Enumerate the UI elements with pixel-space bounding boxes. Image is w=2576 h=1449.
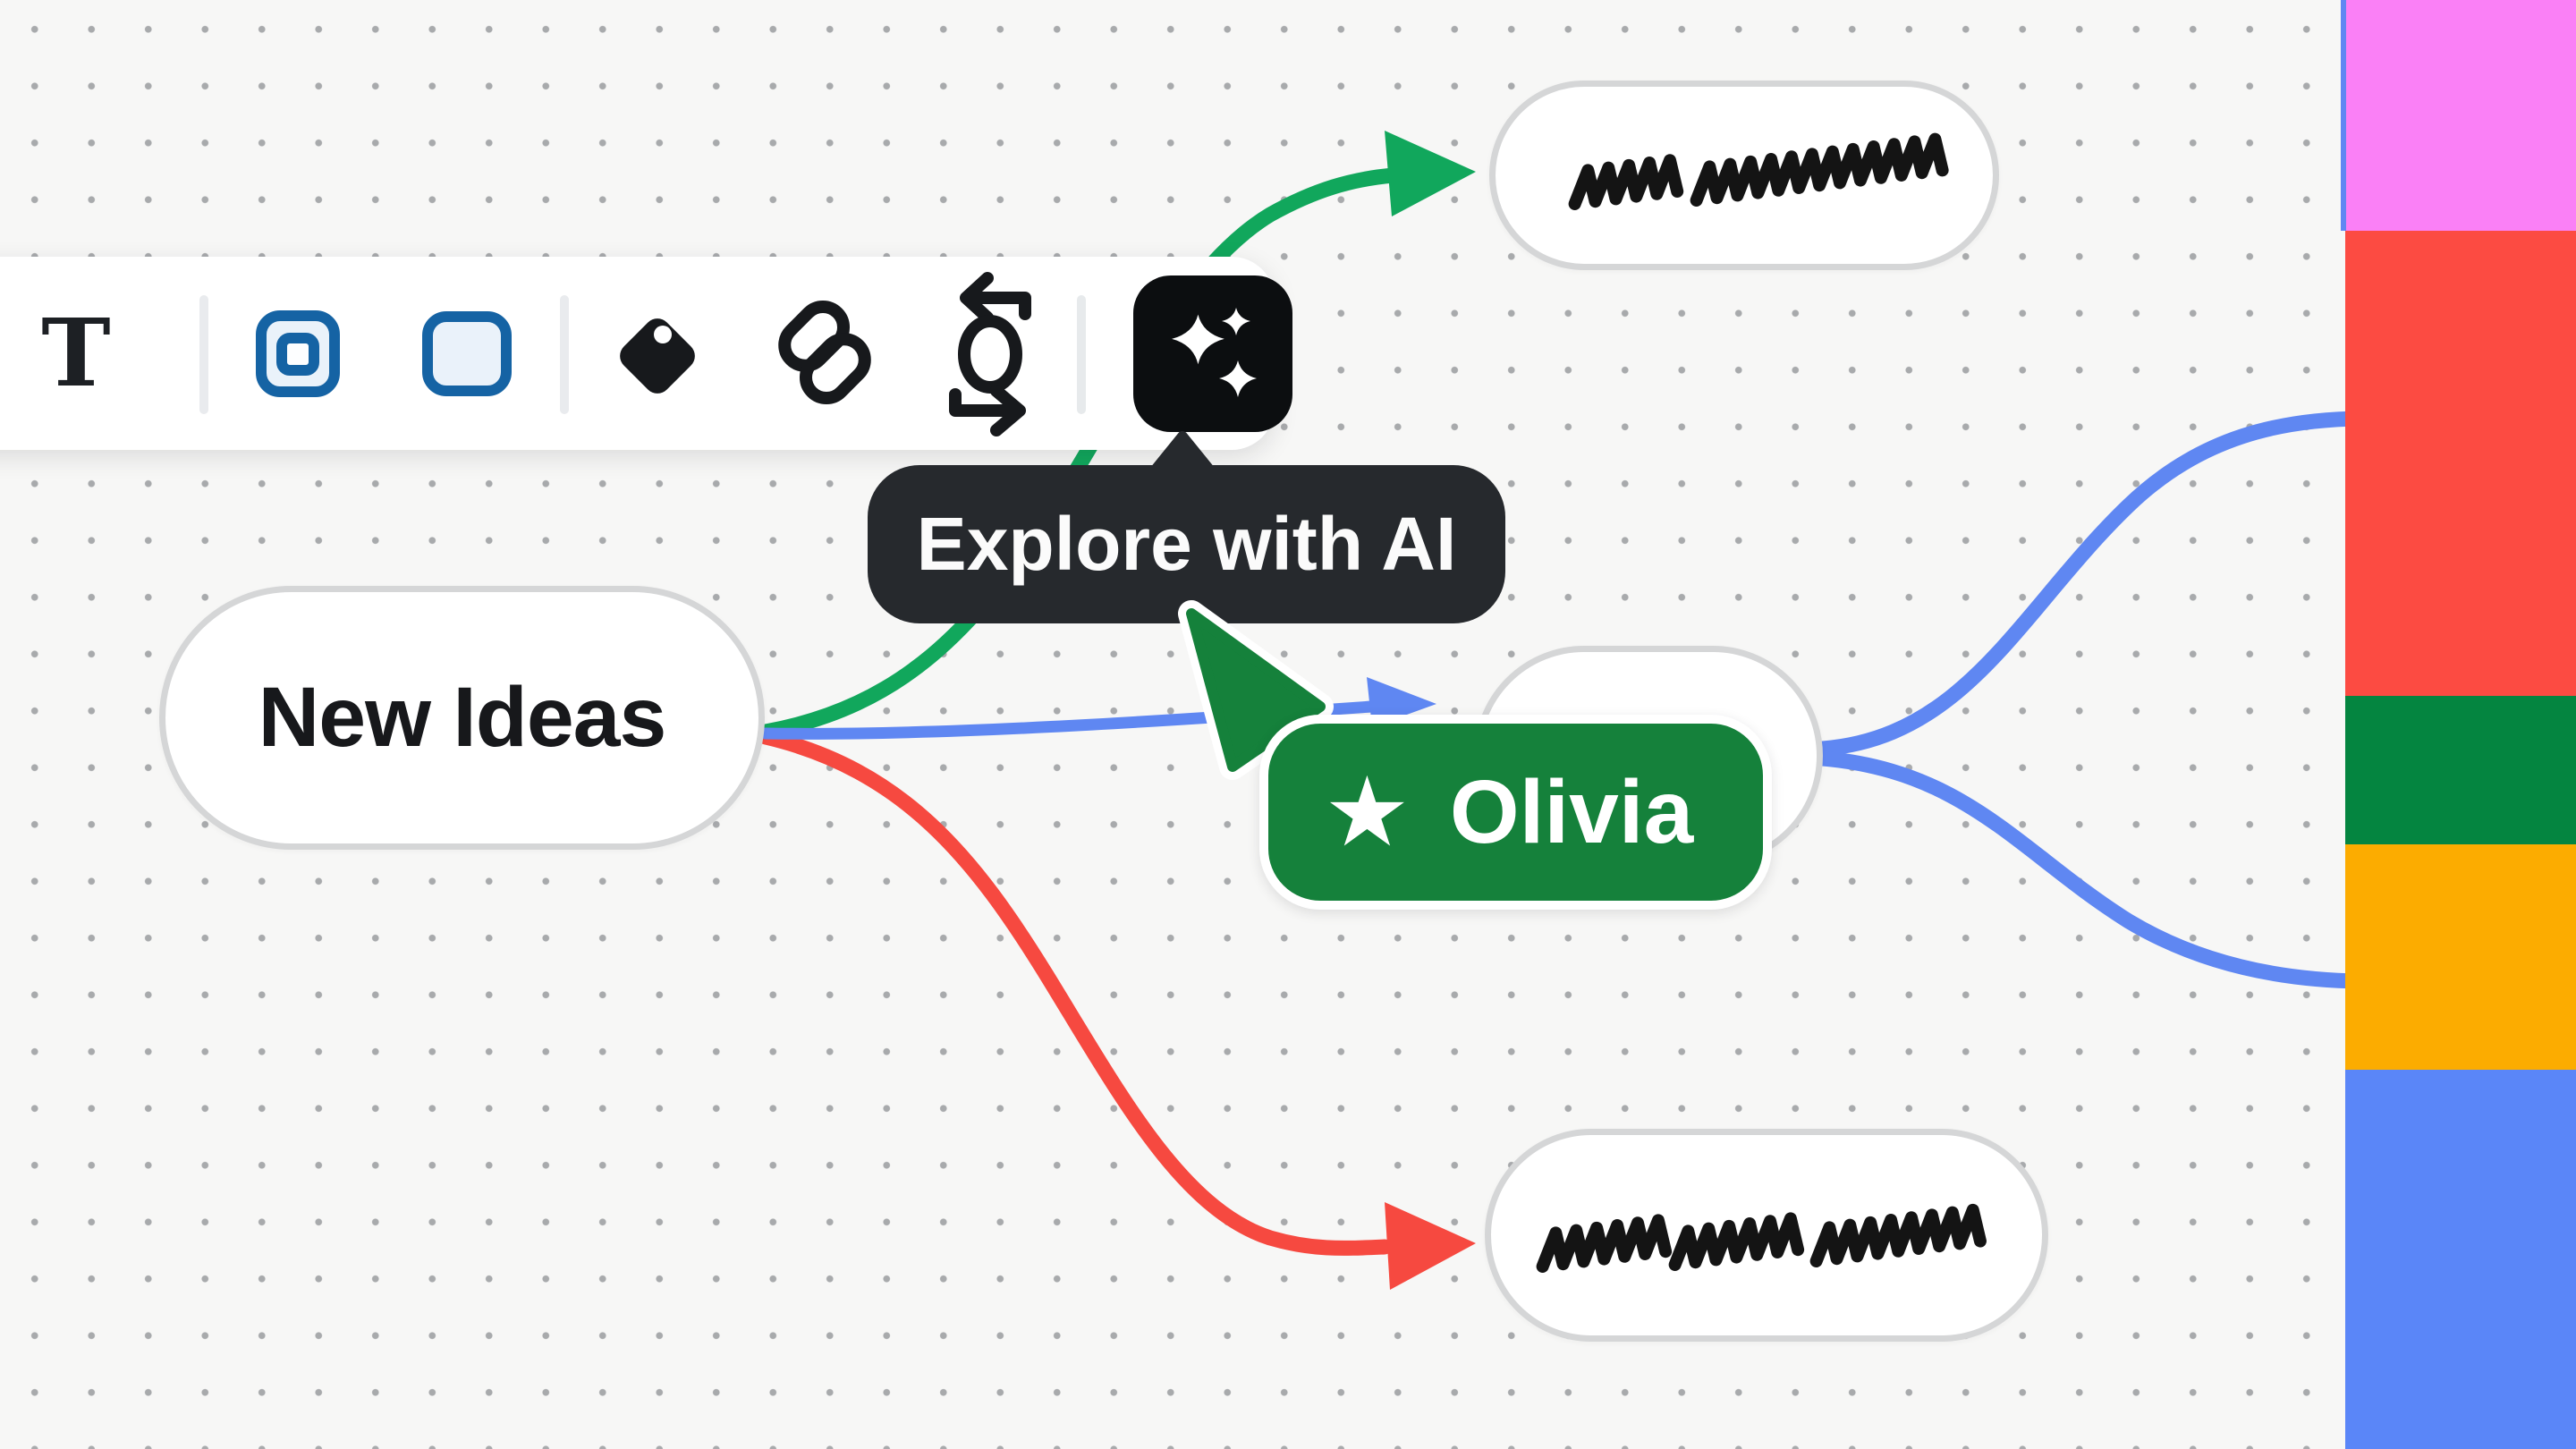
color-palette-strip — [2345, 0, 2576, 1449]
collaborator-name-label: ★ Olivia — [1259, 715, 1772, 910]
node-top-scribble[interactable] — [1489, 80, 1999, 270]
frame-with-content-icon[interactable] — [256, 310, 340, 397]
palette-swatch-green[interactable] — [2345, 696, 2576, 844]
node-new-ideas[interactable]: New Ideas — [159, 586, 765, 850]
collaborator-name: Olivia — [1449, 761, 1694, 862]
palette-swatch-orange[interactable] — [2345, 844, 2576, 1070]
tooltip-text: Explore with AI — [916, 502, 1457, 586]
palette-swatch-pink[interactable] — [2345, 0, 2576, 231]
swap-icon[interactable] — [949, 272, 1031, 436]
star-icon: ★ — [1324, 758, 1411, 866]
selection-toolbar: T — [0, 257, 1275, 450]
palette-swatch-red[interactable] — [2345, 231, 2576, 696]
palette-swatch-blue[interactable] — [2345, 1070, 2576, 1449]
sparkles-icon — [1172, 308, 1257, 397]
node-bottom-scribble[interactable] — [1485, 1129, 2048, 1342]
frame-icon[interactable] — [422, 311, 512, 396]
tag-icon[interactable] — [614, 313, 700, 399]
text-tool-button[interactable]: T — [18, 257, 134, 450]
explore-ai-button[interactable] — [1133, 275, 1292, 432]
link-icon[interactable] — [776, 298, 874, 406]
text-tool-icon: T — [41, 298, 111, 408]
toolbar-divider — [560, 295, 569, 414]
node-new-ideas-label: New Ideas — [258, 670, 667, 765]
explore-ai-tooltip: Explore with AI — [868, 465, 1505, 623]
toolbar-divider — [1077, 295, 1086, 414]
toolbar-divider — [199, 295, 208, 414]
